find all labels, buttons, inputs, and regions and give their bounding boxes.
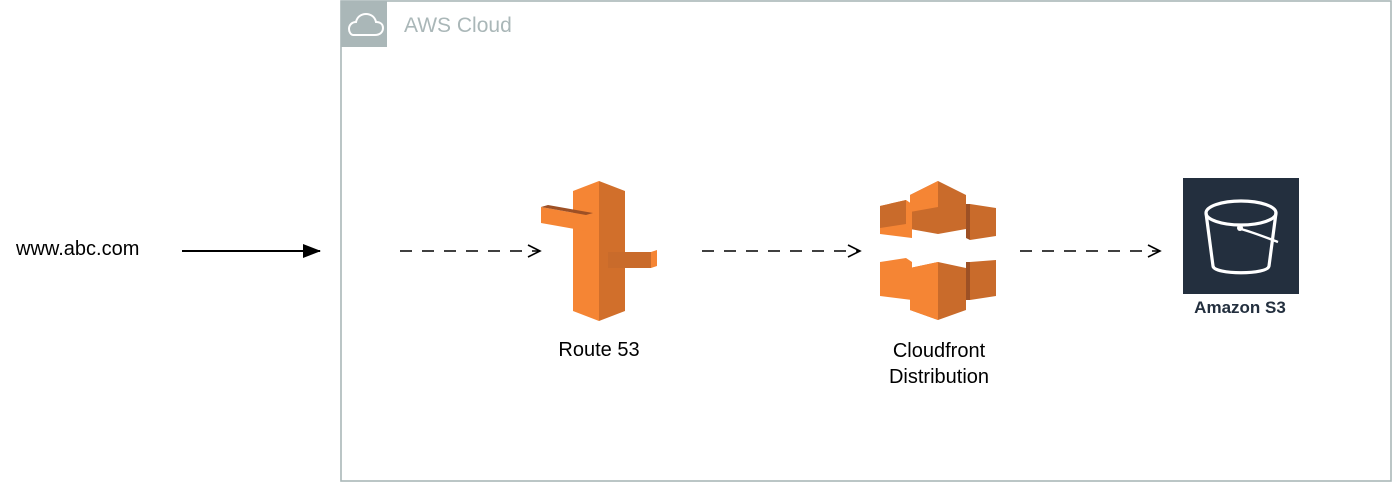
cloudfront-label-line2: Distribution: [888, 366, 990, 388]
s3-bucket-icon[interactable]: [1183, 178, 1299, 294]
client-url-label: www.abc.com: [16, 238, 140, 260]
route53-icon[interactable]: [541, 181, 657, 321]
aws-cloud-border: [340, 0, 1392, 482]
aws-cloud-badge: [341, 1, 387, 47]
aws-cloud-title: AWS Cloud: [404, 14, 512, 37]
cloud-icon: [347, 12, 385, 36]
s3-label: Amazon S3: [1194, 298, 1286, 317]
cloudfront-label: Cloudfront Distribution: [860, 338, 1018, 390]
cloudfront-icon[interactable]: [880, 181, 996, 320]
cloudfront-label-line1: Cloudfront: [892, 340, 986, 362]
aws-cloud-group[interactable]: [340, 0, 1392, 482]
route53-label: Route 53: [558, 339, 640, 361]
